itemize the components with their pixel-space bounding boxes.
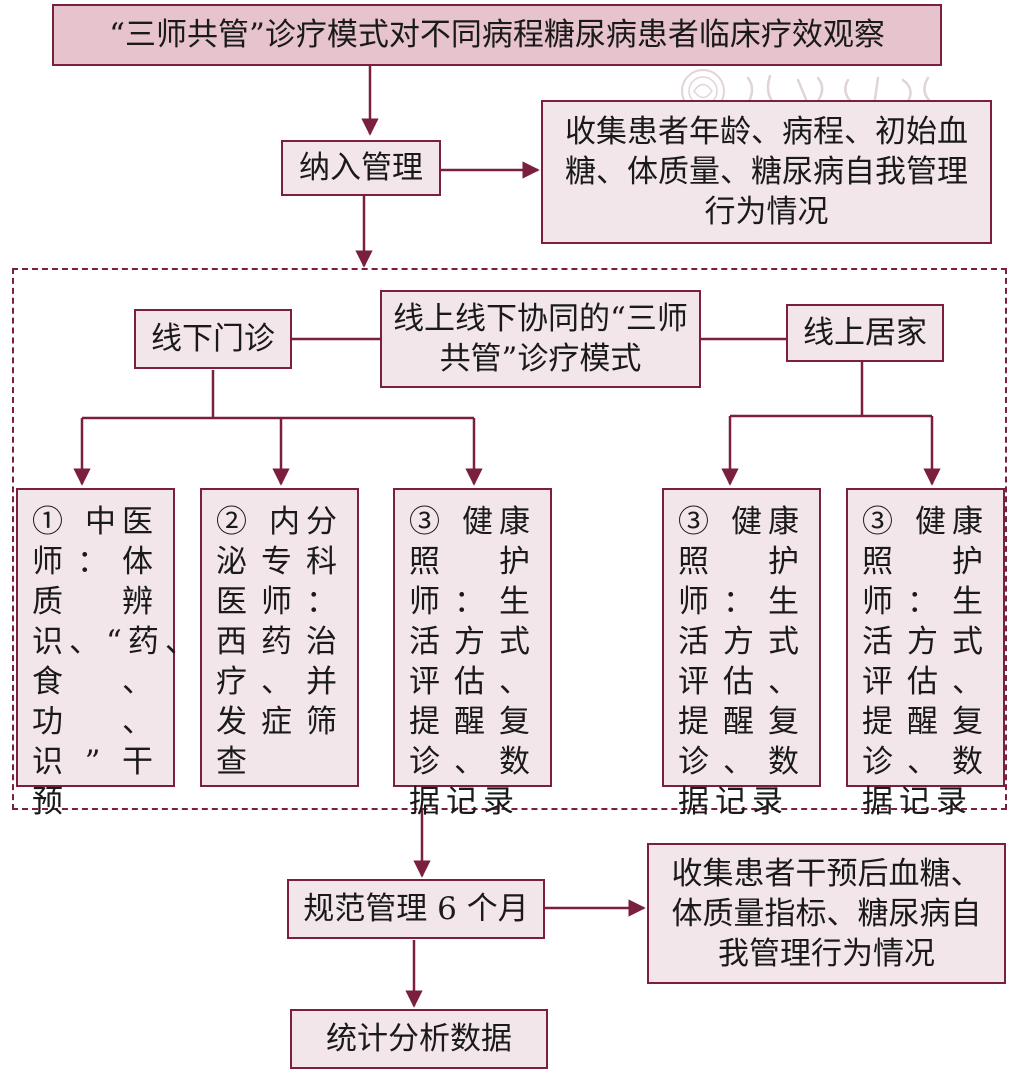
role-tcm-physician-box: ① 中医师：体质辨识、“药、食、功、识”干预 — [16, 488, 196, 820]
enrollment-box: 纳入管理 — [281, 140, 441, 196]
collaborative-model-box: 线上线下协同的“三师共管”诊疗模式 — [380, 290, 701, 388]
role-health-caregiver-online-2-box: ③ 健康照护师：生活方式评估、提醒复诊、数据记录 — [846, 488, 1005, 820]
collaborative-model-group — [12, 268, 1007, 810]
online-home-box: 线上居家 — [786, 304, 944, 362]
role-health-caregiver-offline-text: ③ 健康照护师：生活方式评估、提醒复诊、数据记录 — [409, 504, 536, 820]
statistical-analysis-label: 统计分析数据 — [326, 1021, 512, 1057]
role-health-caregiver-online-2-text: ③ 健康照护师：生活方式评估、提醒复诊、数据记录 — [862, 504, 989, 820]
post-intervention-collection-text: 收集患者干预后血糖、体质量指标、糖尿病自我管理行为情况 — [671, 855, 982, 972]
post-intervention-collection-box: 收集患者干预后血糖、体质量指标、糖尿病自我管理行为情况 — [647, 843, 1006, 984]
standard-management-box: 规范管理 6 个月 — [287, 879, 545, 939]
offline-clinic-label: 线下门诊 — [151, 321, 275, 357]
baseline-collection-box: 收集患者年龄、病程、初始血糖、体质量、糖尿病自我管理行为情况 — [541, 100, 992, 244]
collaborative-model-text: 线上线下协同的“三师共管”诊疗模式 — [393, 301, 688, 377]
role-health-caregiver-offline-box: ③ 健康照护师：生活方式评估、提醒复诊、数据记录 — [393, 488, 552, 820]
study-title-box: “三师共管”诊疗模式对不同病程糖尿病患者临床疗效观察 — [52, 4, 942, 66]
role-tcm-physician-text: ① 中医师：体质辨识、“药、食、功、识”干预 — [32, 504, 202, 820]
role-endocrinologist-box: ② 内分泌专科医师：西药治疗、并发症筛查 — [200, 488, 359, 787]
study-title: “三师共管”诊疗模式对不同病程糖尿病患者临床疗效观察 — [109, 17, 885, 53]
statistical-analysis-box: 统计分析数据 — [290, 1009, 548, 1069]
role-health-caregiver-online-1-box: ③ 健康照护师：生活方式评估、提醒复诊、数据记录 — [662, 488, 821, 820]
enrollment-label: 纳入管理 — [299, 150, 423, 186]
role-endocrinologist-text: ② 内分泌专科医师：西药治疗、并发症筛查 — [216, 504, 343, 780]
baseline-collection-text: 收集患者年龄、病程、初始血糖、体质量、糖尿病自我管理行为情况 — [565, 114, 968, 230]
online-home-label: 线上居家 — [803, 315, 927, 351]
standard-management-label: 规范管理 6 个月 — [303, 891, 529, 927]
offline-clinic-box: 线下门诊 — [134, 309, 292, 369]
role-health-caregiver-online-1-text: ③ 健康照护师：生活方式评估、提醒复诊、数据记录 — [678, 504, 805, 820]
